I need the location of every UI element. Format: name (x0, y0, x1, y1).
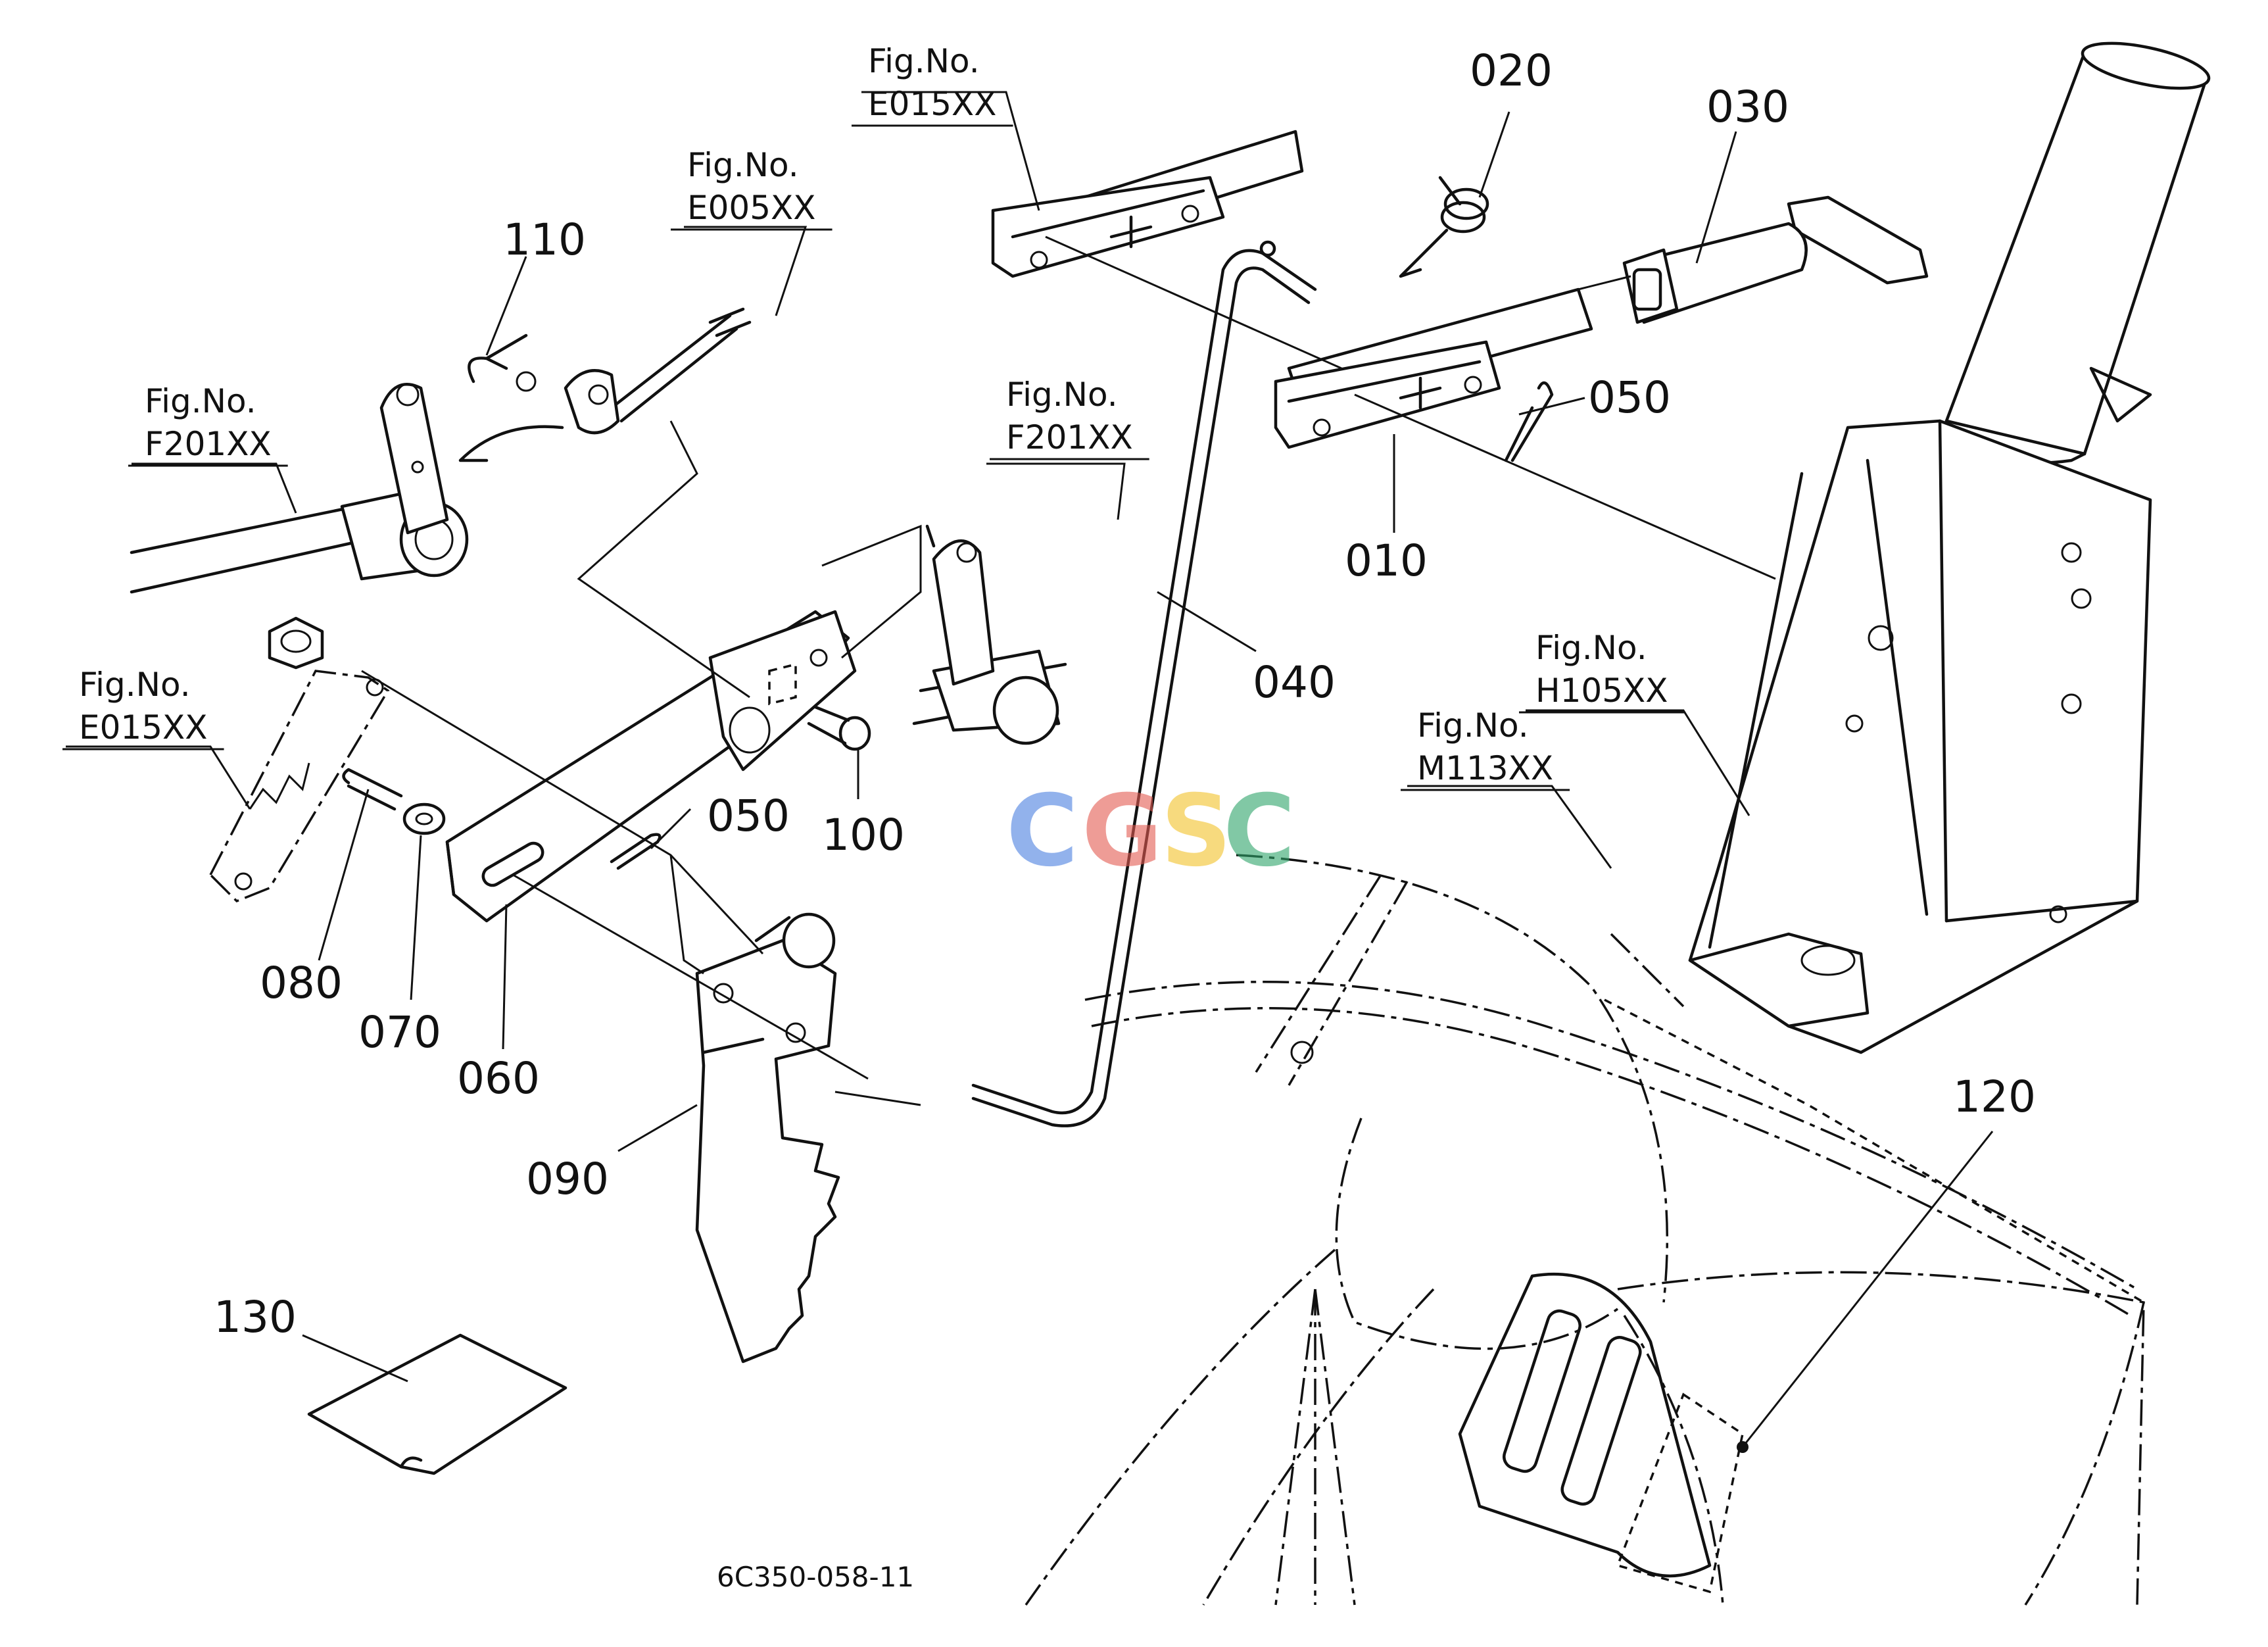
watermark-letter-2: G (1082, 774, 1163, 889)
clevis-rod-e005 (458, 307, 752, 462)
svg-text:Fig.No.: Fig.No. (868, 42, 980, 80)
part-label-050-upper: 050 (1588, 372, 1671, 423)
part-label-060: 060 (457, 1053, 540, 1104)
svg-text:Fig.No.: Fig.No. (79, 666, 191, 704)
watermark-letter-4: C (1223, 774, 1295, 889)
shaft-f201-mid (912, 524, 1067, 745)
svg-text:F201XX: F201XX (145, 425, 272, 463)
svg-text:Fig.No.: Fig.No. (145, 382, 256, 420)
pin-050-upper (1504, 381, 1554, 462)
shaft-f201-left (130, 383, 469, 594)
svg-text:E015XX: E015XX (868, 85, 997, 123)
pin-080 (342, 768, 403, 811)
figure-ref-e005: Fig.No. E005XX (671, 146, 832, 231)
figure-ref-h105: Fig.No. H105XX (1519, 629, 1685, 714)
upper-guide-plate (991, 130, 1304, 278)
part-label-130: 130 (214, 1292, 297, 1342)
watermark-logo: C G S C (1006, 774, 1295, 889)
part-label-100: 100 (822, 810, 905, 860)
svg-text:Fig.No.: Fig.No. (687, 146, 799, 184)
svg-text:M113XX: M113XX (1417, 749, 1553, 787)
part-label-080: 080 (260, 958, 343, 1008)
part-label-120: 120 (1953, 1071, 2036, 1122)
pin-050-lower (610, 833, 662, 870)
svg-text:Fig.No.: Fig.No. (1535, 629, 1647, 667)
figure-ref-e015-top: Fig.No. E015XX (852, 42, 1013, 127)
figure-ref-e015-left: Fig.No. E015XX (62, 666, 224, 750)
watermark-letter-3: S (1161, 774, 1232, 889)
fender-lever-guide (1458, 1272, 1744, 1594)
lever-060 (445, 610, 871, 923)
part-label-110: 110 (503, 214, 586, 265)
part-label-030: 030 (1706, 82, 1789, 132)
support-bracket (1688, 195, 2152, 1054)
lever-rod-040 (971, 240, 1317, 1127)
fender-outline (1025, 854, 2145, 1606)
part-label-050-lower: 050 (707, 791, 790, 841)
svg-text:Fig.No.: Fig.No. (1417, 706, 1529, 745)
watermark-letter-1: C (1006, 774, 1078, 889)
svg-text:E015XX: E015XX (79, 708, 208, 747)
drawing-code: 6C350-058-11 (717, 1561, 914, 1593)
figure-ref-f201-mid: Fig.No. F201XX (990, 376, 1149, 460)
svg-text:E005XX: E005XX (687, 189, 816, 227)
decal-130 (307, 1333, 567, 1475)
part-label-090: 090 (526, 1154, 609, 1204)
spring-020 (1399, 176, 1489, 278)
leader-lines (66, 91, 1994, 1453)
part-labels: 010 020 030 040 050 050 060 070 080 090 … (214, 45, 2036, 1342)
ratchet-plate-e015 (208, 616, 390, 903)
svg-text:Fig.No.: Fig.No. (1006, 376, 1118, 414)
part-label-070: 070 (358, 1007, 441, 1058)
svg-text:F201XX: F201XX (1006, 418, 1133, 456)
part-label-020: 020 (1470, 45, 1553, 96)
ratchet-090 (695, 912, 840, 1364)
figure-ref-f201-left: Fig.No. F201XX (128, 382, 288, 467)
guide-plate-010 (1274, 287, 1593, 449)
knob-030 (1622, 222, 1808, 324)
part-label-010: 010 (1345, 535, 1428, 586)
part-label-040: 040 (1253, 657, 1336, 708)
svg-text:H105XX: H105XX (1535, 672, 1668, 710)
figure-ref-m113: Fig.No. M113XX (1401, 706, 1570, 791)
washer-070 (402, 802, 446, 835)
